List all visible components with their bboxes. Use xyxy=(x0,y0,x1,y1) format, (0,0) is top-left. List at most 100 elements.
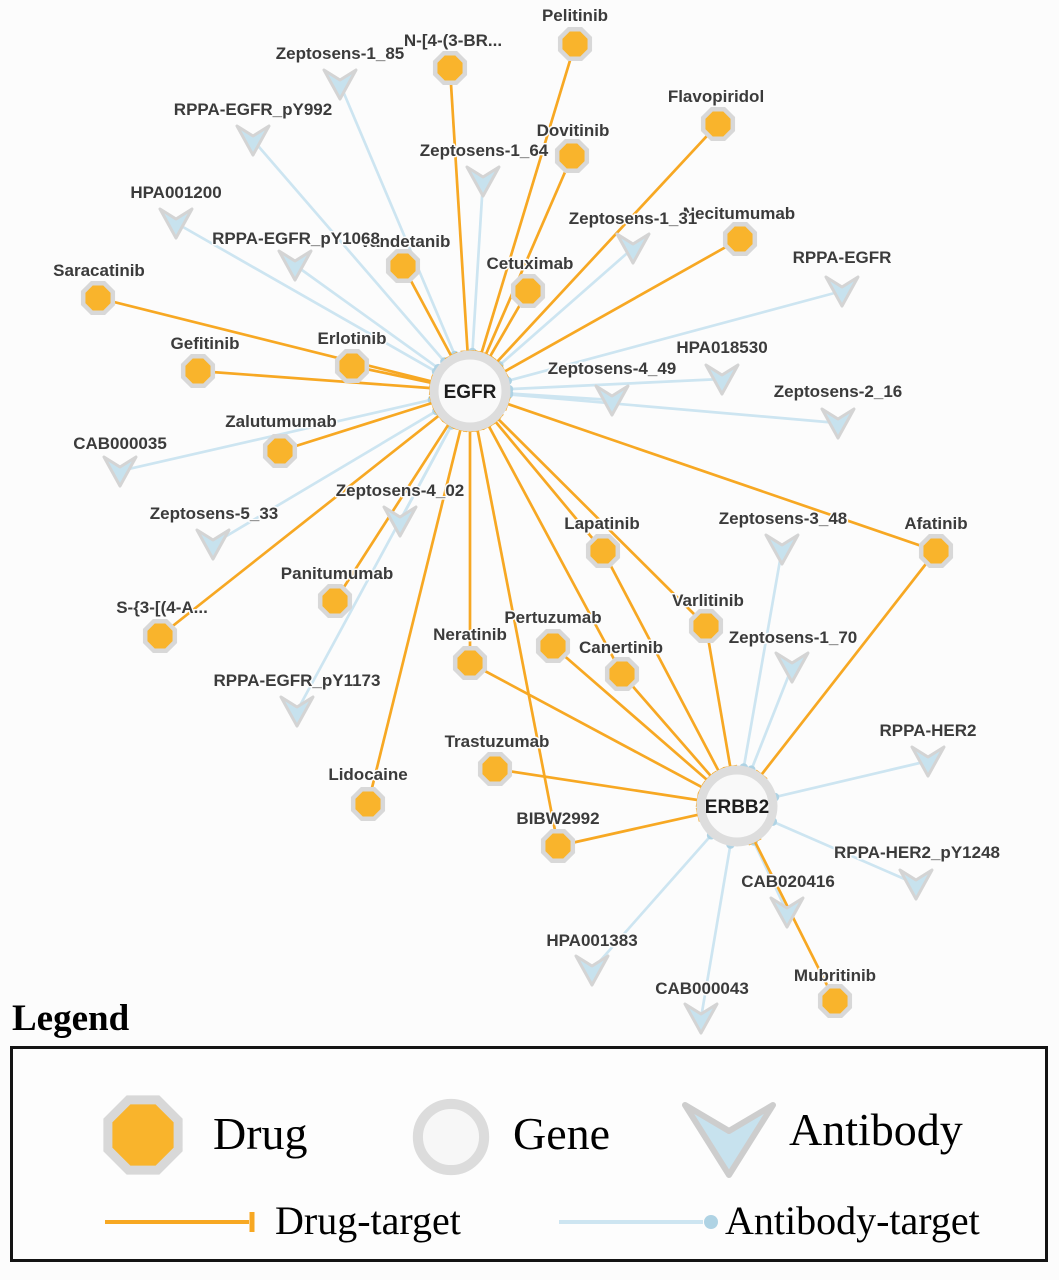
antibody-node xyxy=(574,954,610,987)
drug-node xyxy=(722,221,758,257)
legend-antibody-label: Antibody xyxy=(789,1104,963,1155)
drug-label: Zalutumumab xyxy=(225,412,336,431)
legend-antibody-target-label: Antibody-target xyxy=(725,1198,980,1243)
antibody-edge xyxy=(772,820,917,886)
antibody-label: RPPA-EGFR xyxy=(793,248,892,267)
gene-label: ERBB2 xyxy=(705,797,769,818)
antibody-label: RPPA-EGFR_pY1068 xyxy=(212,229,380,248)
drug-edge xyxy=(506,402,937,553)
drug-label: Afatinib xyxy=(904,514,967,533)
antibody-label: RPPA-EGFR_pY992 xyxy=(174,100,332,119)
drug-label: Lidocaine xyxy=(328,765,407,784)
antibody-label: CAB000035 xyxy=(73,434,167,453)
antibody-label: Zeptosens-1_70 xyxy=(729,628,858,647)
antibody-label: Zeptosens-4_02 xyxy=(336,481,465,500)
drug-label: BIBW2992 xyxy=(516,809,599,828)
drug-label: Canertinib xyxy=(579,638,663,657)
drug-edge xyxy=(476,429,560,847)
drug-label: Vandetanib xyxy=(360,232,451,251)
antibody-node xyxy=(594,384,630,417)
antibody-node xyxy=(382,505,418,538)
antibody-label: Zeptosens-5_33 xyxy=(150,504,279,523)
drug-edge xyxy=(448,67,469,353)
drug-edge xyxy=(552,644,709,782)
antibody-edge xyxy=(212,409,438,546)
antibody-node xyxy=(465,165,501,198)
drug-edge xyxy=(97,296,433,383)
drug-edge xyxy=(366,428,462,805)
antibody-label: RPPA-HER2_pY1248 xyxy=(834,843,1000,862)
gene-node xyxy=(696,765,778,847)
antibody-edge xyxy=(175,221,437,373)
antibody-label: RPPA-HER2 xyxy=(880,721,977,740)
drug-label: Erlotinib xyxy=(318,329,387,348)
drug-label: Cetuximab xyxy=(487,254,574,273)
drug-node xyxy=(585,533,621,569)
drug-edge xyxy=(197,369,432,390)
antibody-edge xyxy=(699,844,732,1019)
drug-node xyxy=(385,248,421,284)
antibody-label: Zeptosens-4_49 xyxy=(548,359,677,378)
antibody-edge xyxy=(294,263,440,370)
drug-label: S-{3-[(4-A... xyxy=(116,598,208,617)
drug-label: Varlitinib xyxy=(672,591,744,610)
drug-node xyxy=(817,983,853,1019)
drug-node xyxy=(432,50,468,86)
legend-title: Legend xyxy=(12,998,130,1039)
antibody-target-edge-icon xyxy=(559,1215,718,1229)
drug-edge xyxy=(557,813,700,848)
drug-edge xyxy=(753,840,837,1002)
antibody-edge xyxy=(508,377,723,391)
antibody-node xyxy=(277,249,313,282)
drug-node xyxy=(540,828,576,864)
drug-label: Trastuzumab xyxy=(445,732,550,751)
antibody-label: Zeptosens-2_16 xyxy=(774,382,903,401)
antibody-label: HPA001200 xyxy=(130,183,221,202)
drug-edge xyxy=(487,424,624,675)
antibody-edge xyxy=(590,834,713,971)
drug-label: Dovitinib xyxy=(537,121,610,140)
antibody-node xyxy=(910,745,946,778)
drug-edge xyxy=(279,401,434,453)
drug-edge xyxy=(493,420,605,552)
drug-label: Necitumumab xyxy=(683,204,795,223)
antibody-edge xyxy=(338,83,457,356)
drug-node xyxy=(510,273,546,309)
drug-edge xyxy=(503,237,741,374)
drug-edge xyxy=(159,414,441,638)
antibody-edge xyxy=(742,548,784,768)
drug-node xyxy=(604,656,640,692)
drug-node-icon xyxy=(103,1095,183,1175)
drug-label: N-[4-(3-BR... xyxy=(404,31,502,50)
gene-node xyxy=(429,350,511,432)
drug-node xyxy=(452,645,488,681)
antibody-label: HPA001383 xyxy=(546,931,637,950)
drug-edge xyxy=(496,417,707,627)
antibody-label: CAB020416 xyxy=(741,872,835,891)
drug-node xyxy=(334,348,370,384)
antibody-node xyxy=(102,455,138,488)
antibody-edge xyxy=(774,759,929,799)
drug-edge xyxy=(704,625,732,768)
antibody-node xyxy=(898,868,934,901)
drug-node xyxy=(80,280,116,316)
antibody-node xyxy=(764,533,800,566)
drug-node xyxy=(554,138,590,174)
antibody-label: Zeptosens-1_64 xyxy=(420,141,549,160)
antibody-label: Zeptosens-1_85 xyxy=(276,44,405,63)
drug-node xyxy=(535,628,571,664)
drug-node xyxy=(180,353,216,389)
gene-label: EGFR xyxy=(444,382,497,403)
network-graph: PelitinibN-[4-(3-BR...DovitinibFlavopiri… xyxy=(52,5,1002,1035)
antibody-node xyxy=(704,363,740,396)
drug-edge xyxy=(759,550,938,777)
antibody-label: Zeptosens-1_31 xyxy=(569,209,698,228)
labels-layer: PelitinibN-[4-(3-BR...DovitinibFlavopiri… xyxy=(52,5,1002,1000)
antibody-node xyxy=(683,1002,719,1035)
antibody-node xyxy=(322,68,358,101)
drug-label: Panitumumab xyxy=(281,564,393,583)
drug-label: Mubritinib xyxy=(794,966,876,985)
antibody-node xyxy=(235,124,271,157)
legend-drug-label: Drug xyxy=(213,1108,308,1159)
